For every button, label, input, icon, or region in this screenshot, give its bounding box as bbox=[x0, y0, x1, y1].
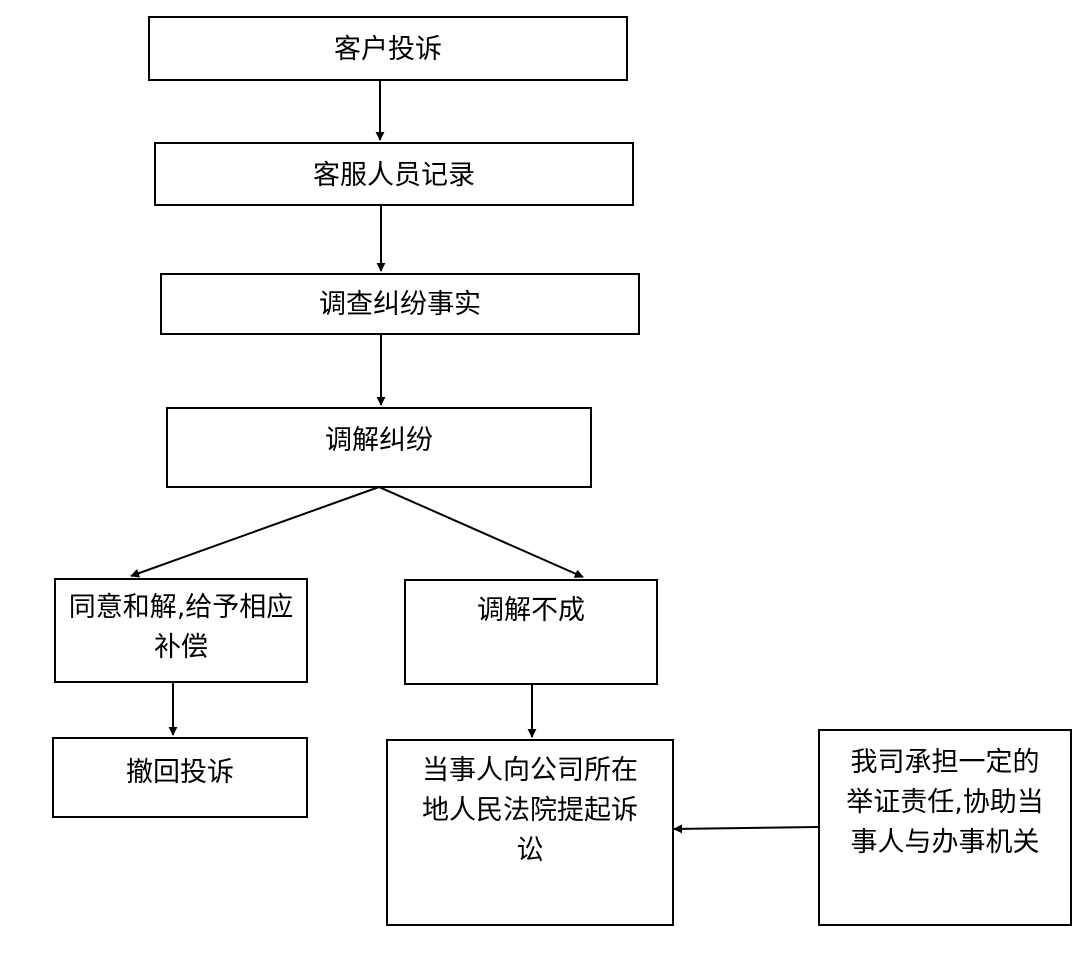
node-mediation-failed: 调解不成 bbox=[404, 579, 658, 685]
node-company-support-label: 我司承担一定的举证责任,协助当事人与办事机关 bbox=[846, 747, 1044, 858]
node-agree-compensate: 同意和解,给予相应补偿 bbox=[54, 578, 308, 683]
node-withdraw-complaint: 撤回投诉 bbox=[52, 737, 308, 818]
node-file-lawsuit: 当事人向公司所在地人民法院提起诉讼 bbox=[386, 739, 674, 926]
node-mediate-dispute-label: 调解纠纷 bbox=[325, 425, 433, 456]
arrow-mediate-to-agree bbox=[130, 486, 380, 578]
node-file-lawsuit-label: 当事人向公司所在地人民法院提起诉讼 bbox=[422, 755, 638, 866]
arrow-mediate-to-fail bbox=[378, 486, 584, 578]
node-company-support: 我司承担一定的举证责任,协助当事人与办事机关 bbox=[818, 729, 1072, 926]
node-investigate-facts-label: 调查纠纷事实 bbox=[319, 289, 481, 320]
node-service-record: 客服人员记录 bbox=[154, 142, 634, 206]
node-mediate-dispute: 调解纠纷 bbox=[166, 407, 592, 488]
node-mediation-failed-label: 调解不成 bbox=[477, 595, 585, 626]
node-service-record-label: 客服人员记录 bbox=[313, 160, 475, 191]
node-agree-compensate-label: 同意和解,给予相应补偿 bbox=[68, 592, 294, 663]
node-customer-complaint: 客户投诉 bbox=[148, 16, 628, 81]
arrow-support-to-lawsuit bbox=[673, 824, 819, 834]
node-customer-complaint-label: 客户投诉 bbox=[334, 34, 442, 65]
node-investigate-facts: 调查纠纷事实 bbox=[160, 273, 640, 335]
node-withdraw-complaint-label: 撤回投诉 bbox=[126, 757, 234, 788]
